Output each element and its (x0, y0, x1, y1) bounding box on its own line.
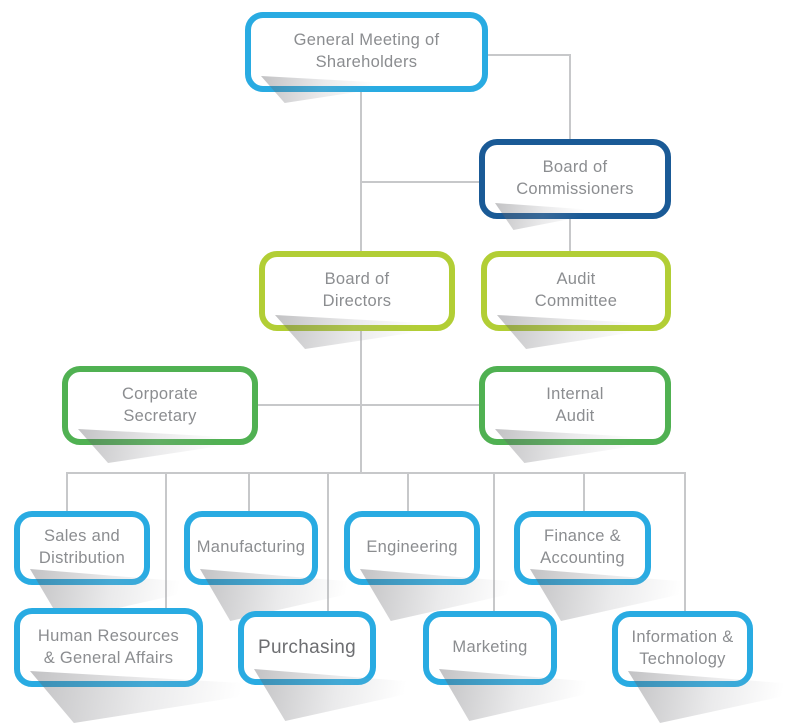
connector-secretary-to-internal-audit (257, 404, 480, 406)
node-shadow (275, 315, 463, 349)
node-engineering: Engineering (344, 511, 553, 621)
connector-drop-engineering (407, 472, 409, 512)
connector-drop-information-technology (684, 472, 686, 612)
node-label: Board of Directors (322, 270, 392, 310)
node-label: Marketing (452, 638, 528, 657)
connector-drop-human-resources (165, 472, 167, 609)
node-shadow (78, 429, 266, 463)
connector-drop-finance (583, 472, 585, 512)
connector-drop-manufacturing (248, 472, 250, 512)
connector-commissioners-to-audit-committee (569, 218, 571, 252)
node-finance-and-accounting: Finance & Accounting (514, 511, 724, 621)
node-marketing: Marketing (423, 611, 629, 721)
node-board-of-commissioners: Board of Commissioners (479, 139, 671, 230)
node-shadow (439, 669, 629, 721)
node-shadow (628, 671, 800, 723)
connector-department-bar (66, 472, 686, 474)
node-human-resources-general-affairs: Human Resources & General Affairs (14, 608, 305, 723)
connector-gms-to-commissioners (487, 54, 571, 56)
connector-spine-to-commissioners (361, 181, 480, 183)
connector-drop-marketing (493, 472, 495, 612)
node-label: Corporate Secretary (121, 384, 199, 425)
node-sales-and-distribution: Sales and Distribution (14, 511, 223, 621)
node-audit-committee: Audit Committee (481, 251, 679, 349)
node-shadow (495, 203, 611, 230)
node-shadow (495, 429, 679, 463)
node-label: Engineering (366, 538, 458, 557)
connector-drop-purchasing (327, 472, 329, 612)
node-board-of-directors: Board of Directors (259, 251, 463, 349)
node-internal-audit: Internal Audit (479, 366, 679, 463)
node-corporate-secretary: Corporate Secretary (62, 366, 266, 463)
node-general-meeting-of-shareholders: General Meeting of Shareholders (245, 12, 488, 103)
node-label: Purchasing (257, 637, 357, 659)
node-label: Information & Technology (631, 628, 734, 668)
node-label: Audit Committee (534, 270, 618, 310)
connector-drop-sales (66, 472, 68, 512)
node-purchasing: Purchasing (238, 611, 450, 721)
node-label: General Meeting of Shareholders (293, 31, 440, 71)
node-label: Human Resources & General Affairs (37, 626, 180, 667)
node-label: Sales and Distribution (38, 527, 126, 567)
node-label: Manufacturing (196, 538, 306, 557)
node-label: Board of Commissioners (516, 158, 634, 198)
node-manufacturing: Manufacturing (184, 511, 390, 621)
node-label: Finance & Accounting (540, 527, 625, 567)
node-shadow (254, 669, 450, 721)
node-label: Internal Audit (546, 384, 604, 425)
connector-commissioners-top (569, 54, 571, 140)
node-information-and-technology: Information & Technology (612, 611, 800, 723)
node-shadow (497, 315, 679, 349)
node-shadow (261, 76, 409, 103)
